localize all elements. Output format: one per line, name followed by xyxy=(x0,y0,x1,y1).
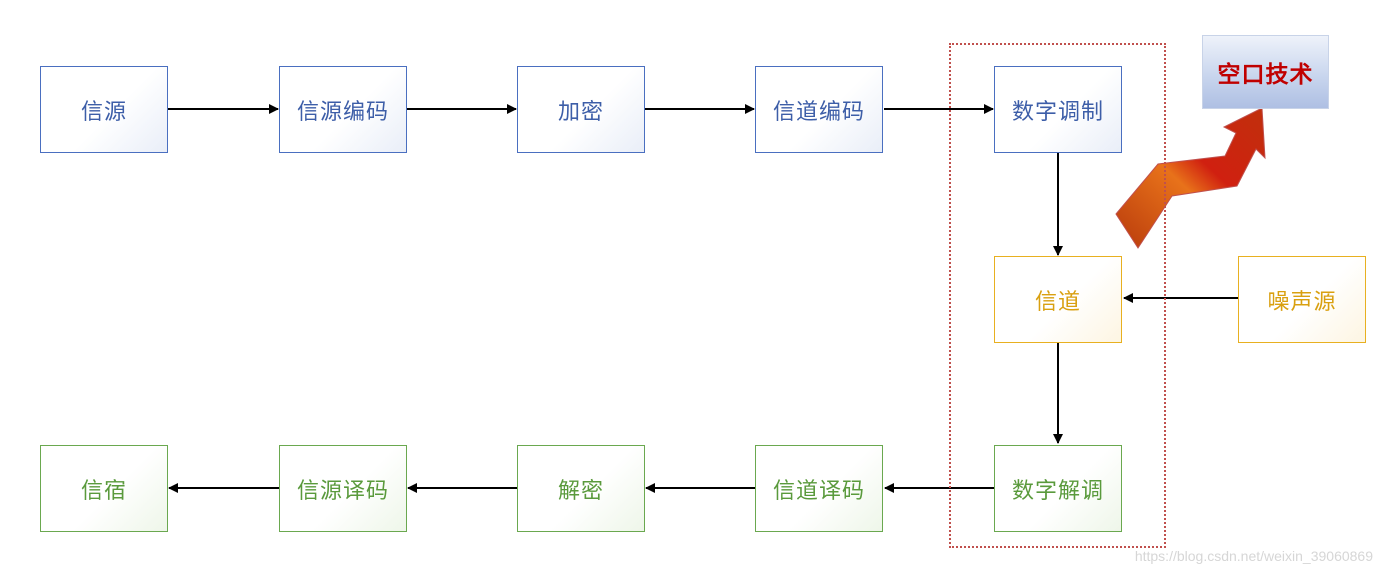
air-interface-text: 空口技术 xyxy=(1217,62,1314,88)
node-label: 信源编码 xyxy=(296,99,389,125)
node-channel-decoding: 信道译码 xyxy=(755,445,883,532)
node-label: 信道编码 xyxy=(772,99,865,125)
node-source-encoding: 信源编码 xyxy=(279,66,407,153)
node-label: 信道译码 xyxy=(772,478,865,504)
node-label: 噪声源 xyxy=(1267,289,1337,315)
node-channel-encoding: 信道编码 xyxy=(755,66,883,153)
watermark: https://blog.csdn.net/weixin_39060869 xyxy=(1134,548,1373,564)
node-digital-modulation: 数字调制 xyxy=(994,66,1122,153)
node-decryption: 解密 xyxy=(517,445,645,532)
node-source-decoding: 信源译码 xyxy=(279,445,407,532)
node-label: 信源译码 xyxy=(296,478,389,504)
node-channel: 信道 xyxy=(994,256,1122,343)
node-label: 加密 xyxy=(557,99,604,125)
node-digital-demodulation: 数字解调 xyxy=(994,445,1122,532)
node-label: 信源 xyxy=(80,99,127,125)
node-source: 信源 xyxy=(40,66,168,153)
node-label: 信道 xyxy=(1034,289,1081,315)
zigzag-arrow-icon xyxy=(1115,107,1266,249)
node-label: 数字解调 xyxy=(1011,478,1104,504)
air-interface-region xyxy=(949,43,1166,548)
air-interface-label: 空口技术 xyxy=(1202,35,1329,109)
node-encryption: 加密 xyxy=(517,66,645,153)
node-label: 解密 xyxy=(557,478,604,504)
node-label: 数字调制 xyxy=(1011,99,1104,125)
node-sink: 信宿 xyxy=(40,445,168,532)
node-label: 信宿 xyxy=(80,478,127,504)
node-noise-source: 噪声源 xyxy=(1238,256,1366,343)
